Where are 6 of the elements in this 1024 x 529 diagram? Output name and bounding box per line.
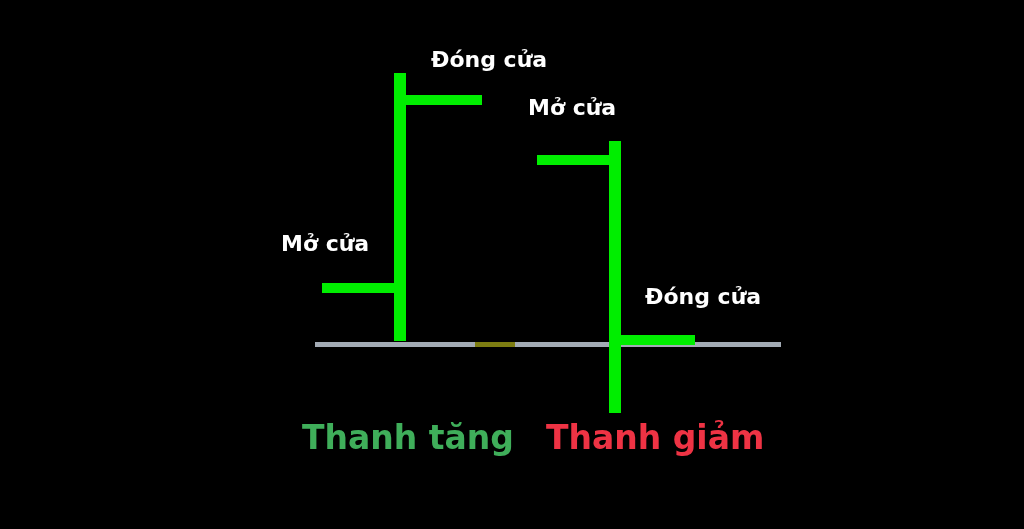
bar-type-label: Thanh tăng <box>302 420 514 457</box>
price-label: Đóng cửa <box>645 285 762 310</box>
price-label: Mở cửa <box>528 96 617 121</box>
price-label: Đóng cửa <box>431 48 548 73</box>
price-label: Mở cửa <box>281 232 370 257</box>
bar-type-label: Thanh giảm <box>546 420 765 457</box>
